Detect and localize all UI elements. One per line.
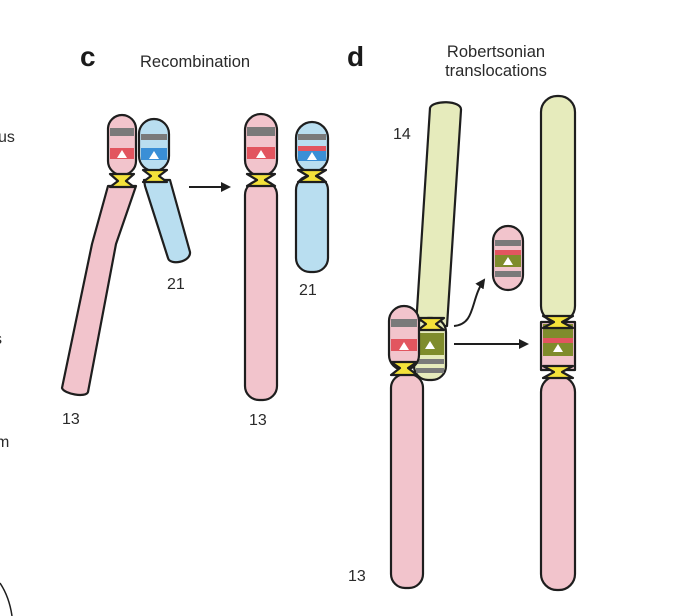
centromere-triangle-icon: [256, 150, 266, 158]
label-14: 14: [393, 126, 411, 143]
chromosome-14-before: [412, 101, 463, 382]
centromere-triangle-icon: [307, 152, 317, 160]
chromosome-21-after: [294, 120, 330, 274]
band-gray: [110, 128, 134, 136]
band-gray: [495, 271, 521, 277]
band-gray: [416, 359, 444, 364]
label-21-before: 21: [167, 276, 185, 293]
label-13-after: 13: [249, 412, 267, 429]
panel-c-letter: c: [80, 41, 96, 72]
centromere: [416, 316, 446, 332]
robertsonian-fused-chromosome: [539, 94, 577, 592]
band-gray: [391, 319, 417, 327]
chromosome-13-after: [243, 112, 279, 402]
left-edge-fragment-3: m: [0, 434, 9, 451]
band-gray: [141, 134, 167, 140]
band-gray: [298, 134, 326, 140]
centromere: [541, 364, 575, 380]
curved-arrow-icon: [453, 278, 486, 327]
centromere: [389, 360, 419, 377]
band-gray: [495, 240, 521, 246]
left-edge-fragment-2: s: [0, 331, 2, 348]
panel-c-title: Recombination: [140, 53, 250, 71]
centromere-triangle-icon: [553, 344, 563, 352]
band-gray: [247, 127, 275, 136]
chromosome-13-d-before: [387, 304, 425, 590]
centromere-triangle-icon: [503, 257, 513, 265]
label-21-after: 21: [299, 282, 317, 299]
centromere: [296, 168, 328, 184]
band-red: [543, 338, 573, 343]
label-13-before: 13: [62, 411, 80, 428]
chromosome-13-before: [60, 113, 138, 397]
centromere: [245, 172, 277, 188]
centromere-triangle-icon: [399, 342, 409, 350]
band-red: [298, 146, 326, 151]
band-red: [495, 250, 521, 255]
chromosome-21-before: [137, 117, 192, 264]
centromere-triangle-icon: [425, 341, 435, 349]
centromere-triangle-icon: [117, 150, 127, 158]
centromere-triangle-icon: [149, 151, 159, 159]
label-13-d: 13: [348, 568, 366, 585]
cropped-edge-curve: [0, 582, 13, 616]
chromosome-fragment: [491, 224, 525, 292]
band-gray: [416, 368, 444, 373]
centromere: [541, 314, 575, 330]
panel-d-letter: d: [347, 41, 364, 72]
panel-d-title-line1: Robertsonian: [447, 43, 545, 61]
left-edge-fragment-1: us: [0, 129, 15, 146]
panel-d-title-line2: translocations: [445, 62, 547, 80]
centromere: [108, 172, 136, 189]
centromere: [141, 168, 169, 184]
